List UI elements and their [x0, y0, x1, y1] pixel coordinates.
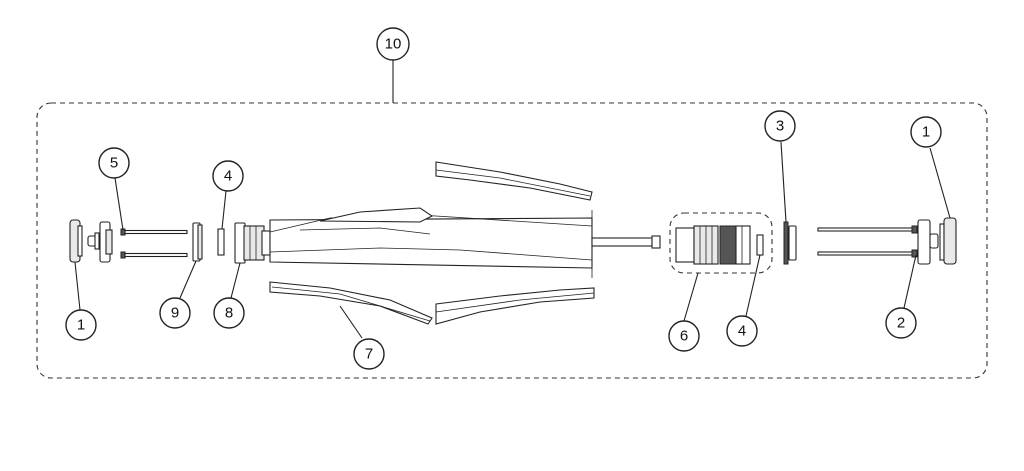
assembly-boundary [36, 102, 988, 379]
flange-plate-left [99, 221, 113, 263]
callout-7: 7 [353, 338, 385, 370]
svg-text:4: 4 [224, 168, 232, 185]
svg-text:7: 7 [365, 346, 373, 363]
bristle-strip-top [435, 161, 593, 201]
screws-left [120, 228, 188, 259]
svg-text:5: 5 [110, 155, 118, 172]
callout-9: 9 [159, 297, 191, 329]
svg-text:4: 4 [738, 323, 746, 340]
flange-plate-right [917, 219, 939, 265]
bristle-strip-bottom-left [269, 281, 433, 325]
spacer-right [756, 234, 764, 256]
callout-4-left: 4 [212, 160, 244, 192]
svg-text:1: 1 [922, 124, 930, 141]
ring-right [783, 221, 797, 265]
svg-text:3: 3 [776, 118, 784, 135]
svg-text:8: 8 [225, 305, 233, 322]
svg-text:9: 9 [171, 305, 179, 322]
callout-1-left: 1 [65, 309, 97, 341]
svg-text:6: 6 [680, 328, 688, 345]
drive-shaft [591, 235, 661, 249]
subassembly-boundary [669, 212, 773, 274]
callout-1-right: 1 [910, 116, 942, 148]
end-cap-right [939, 217, 957, 265]
callout-3: 3 [764, 110, 796, 142]
callout-10: 10 [376, 27, 410, 61]
drive-hub-subassembly [675, 225, 751, 265]
callout-4-right: 4 [726, 315, 758, 347]
screws-right [817, 225, 918, 258]
roller-core [269, 207, 593, 278]
svg-text:1: 1 [77, 317, 85, 334]
callout-2: 2 [885, 307, 917, 339]
ring-left [192, 222, 203, 262]
bristle-strip-bottom-right [435, 287, 595, 325]
callout-8: 8 [213, 297, 245, 329]
spacer-left [217, 228, 225, 256]
svg-text:10: 10 [385, 36, 402, 53]
bearing-housing [234, 222, 271, 264]
svg-text:2: 2 [897, 315, 905, 332]
end-cap-left [69, 219, 100, 263]
leader-lines [74, 60, 951, 339]
callout-5: 5 [98, 147, 130, 179]
callout-6: 6 [668, 320, 700, 352]
